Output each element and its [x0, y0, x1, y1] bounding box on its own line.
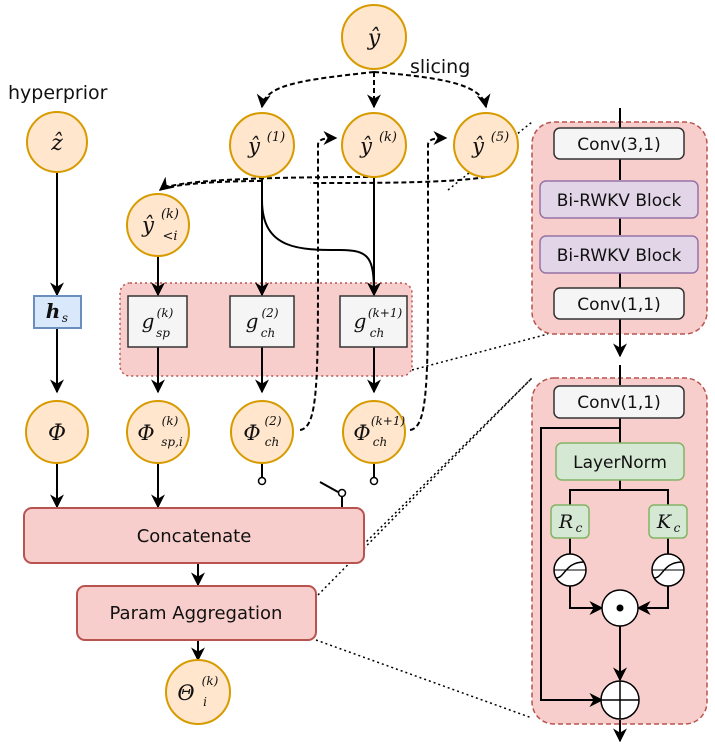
svg-text:(k+1): (k+1) — [368, 306, 403, 320]
rwkv-block-2: Bi-RWKV Block — [539, 235, 699, 274]
svg-text:ŷ: ŷ — [141, 213, 155, 237]
svg-text:Bi-RWKV Block: Bi-RWKV Block — [557, 246, 682, 266]
svg-text:K: K — [656, 511, 673, 533]
svg-text:Φ: Φ — [137, 421, 154, 445]
node-phi: Φ — [25, 400, 89, 464]
svg-text:ŷ: ŷ — [359, 134, 373, 158]
svg-text:(2): (2) — [262, 306, 279, 320]
terminal-dots — [257, 476, 379, 498]
svg-text:(k): (k) — [161, 207, 179, 222]
svg-text:ẑ: ẑ — [50, 131, 63, 156]
node-z-hat: ẑ — [26, 111, 88, 173]
node-y-hat: ŷ — [341, 4, 407, 70]
hyperprior-label: hyperprior — [8, 82, 108, 104]
param-aggregation-block: Param Aggregation — [76, 585, 317, 641]
g-ch2-box: g (2) ch — [229, 295, 295, 348]
svg-text:(k): (k) — [202, 674, 219, 688]
g-sp-box: g (k) sp — [127, 295, 188, 348]
svg-text:ch: ch — [261, 326, 275, 340]
add-icon — [600, 680, 640, 720]
svg-text:ch: ch — [265, 435, 279, 449]
svg-text:Concatenate: Concatenate — [137, 526, 252, 547]
svg-text:ch: ch — [373, 435, 387, 449]
svg-text:ŷ: ŷ — [367, 26, 381, 51]
multiply-icon — [601, 589, 639, 627]
rc-box: R c — [550, 504, 590, 539]
layernorm-box: LayerNorm — [555, 442, 685, 481]
svg-text:(2): (2) — [265, 414, 282, 428]
svg-text:Conv(1,1): Conv(1,1) — [577, 393, 660, 413]
svg-text:(k): (k) — [379, 130, 397, 145]
svg-text:g: g — [142, 309, 155, 333]
svg-text:c: c — [674, 521, 681, 535]
svg-text:s: s — [62, 311, 68, 325]
node-phi-ch2: Φ (2) ch — [230, 400, 294, 464]
svg-text:sp: sp — [156, 326, 170, 340]
kc-box: K c — [648, 504, 688, 539]
svg-text:Φ: Φ — [353, 421, 370, 445]
sigmoid-icon-right — [651, 553, 685, 587]
node-phi-sp: Φ (k) sp,i — [126, 400, 190, 464]
conv11-bottom-box: Conv(1,1) — [553, 385, 685, 419]
svg-text:(k): (k) — [162, 414, 179, 428]
conv31-box: Conv(3,1) — [553, 127, 685, 160]
svg-text:h: h — [46, 299, 61, 323]
hs-box: h s — [33, 295, 82, 329]
svg-text:R: R — [558, 511, 573, 533]
slicing-arrows — [158, 71, 491, 431]
svg-text:Φ: Φ — [48, 421, 66, 446]
svg-text:ch: ch — [370, 326, 384, 340]
svg-text:(1): (1) — [267, 130, 285, 145]
svg-text:ŷ: ŷ — [471, 134, 485, 158]
svg-text:ŷ: ŷ — [247, 134, 261, 158]
svg-text:sp,i: sp,i — [161, 435, 183, 449]
rwkv-block-1: Bi-RWKV Block — [539, 180, 699, 219]
node-y1: ŷ (1) — [229, 112, 295, 178]
svg-text:c: c — [576, 521, 583, 535]
node-y5: ŷ (5) — [453, 112, 519, 178]
svg-text:Bi-RWKV Block: Bi-RWKV Block — [557, 191, 682, 211]
node-yk: ŷ (k) — [341, 112, 407, 178]
svg-text:Conv(1,1): Conv(1,1) — [577, 295, 660, 315]
g-chk1-box: g (k+1) ch — [339, 295, 408, 348]
svg-text:g: g — [354, 309, 367, 333]
svg-text:g: g — [246, 309, 259, 333]
svg-text:i: i — [203, 695, 207, 709]
svg-text:Conv(3,1): Conv(3,1) — [577, 135, 660, 155]
svg-text:Param Aggregation: Param Aggregation — [110, 603, 283, 624]
svg-text:<i: <i — [162, 229, 177, 244]
svg-text:(5): (5) — [491, 130, 509, 145]
svg-text:Φ: Φ — [243, 421, 260, 445]
slicing-label: slicing — [410, 56, 470, 78]
node-theta: Θ (k) i — [165, 659, 231, 725]
svg-text:(k+1): (k+1) — [371, 414, 406, 428]
svg-text:(k): (k) — [157, 306, 174, 320]
conv11-top-box: Conv(1,1) — [553, 287, 685, 320]
node-phi-chk1: Φ (k+1) ch — [342, 400, 406, 464]
svg-text:LayerNorm: LayerNorm — [573, 453, 667, 473]
concatenate-block: Concatenate — [23, 507, 365, 564]
sigmoid-icon-left — [553, 553, 587, 587]
svg-text:Θ: Θ — [177, 681, 194, 705]
flow-arrows — [50, 108, 669, 743]
node-y-less-i: ŷ (k) <i — [126, 193, 190, 257]
